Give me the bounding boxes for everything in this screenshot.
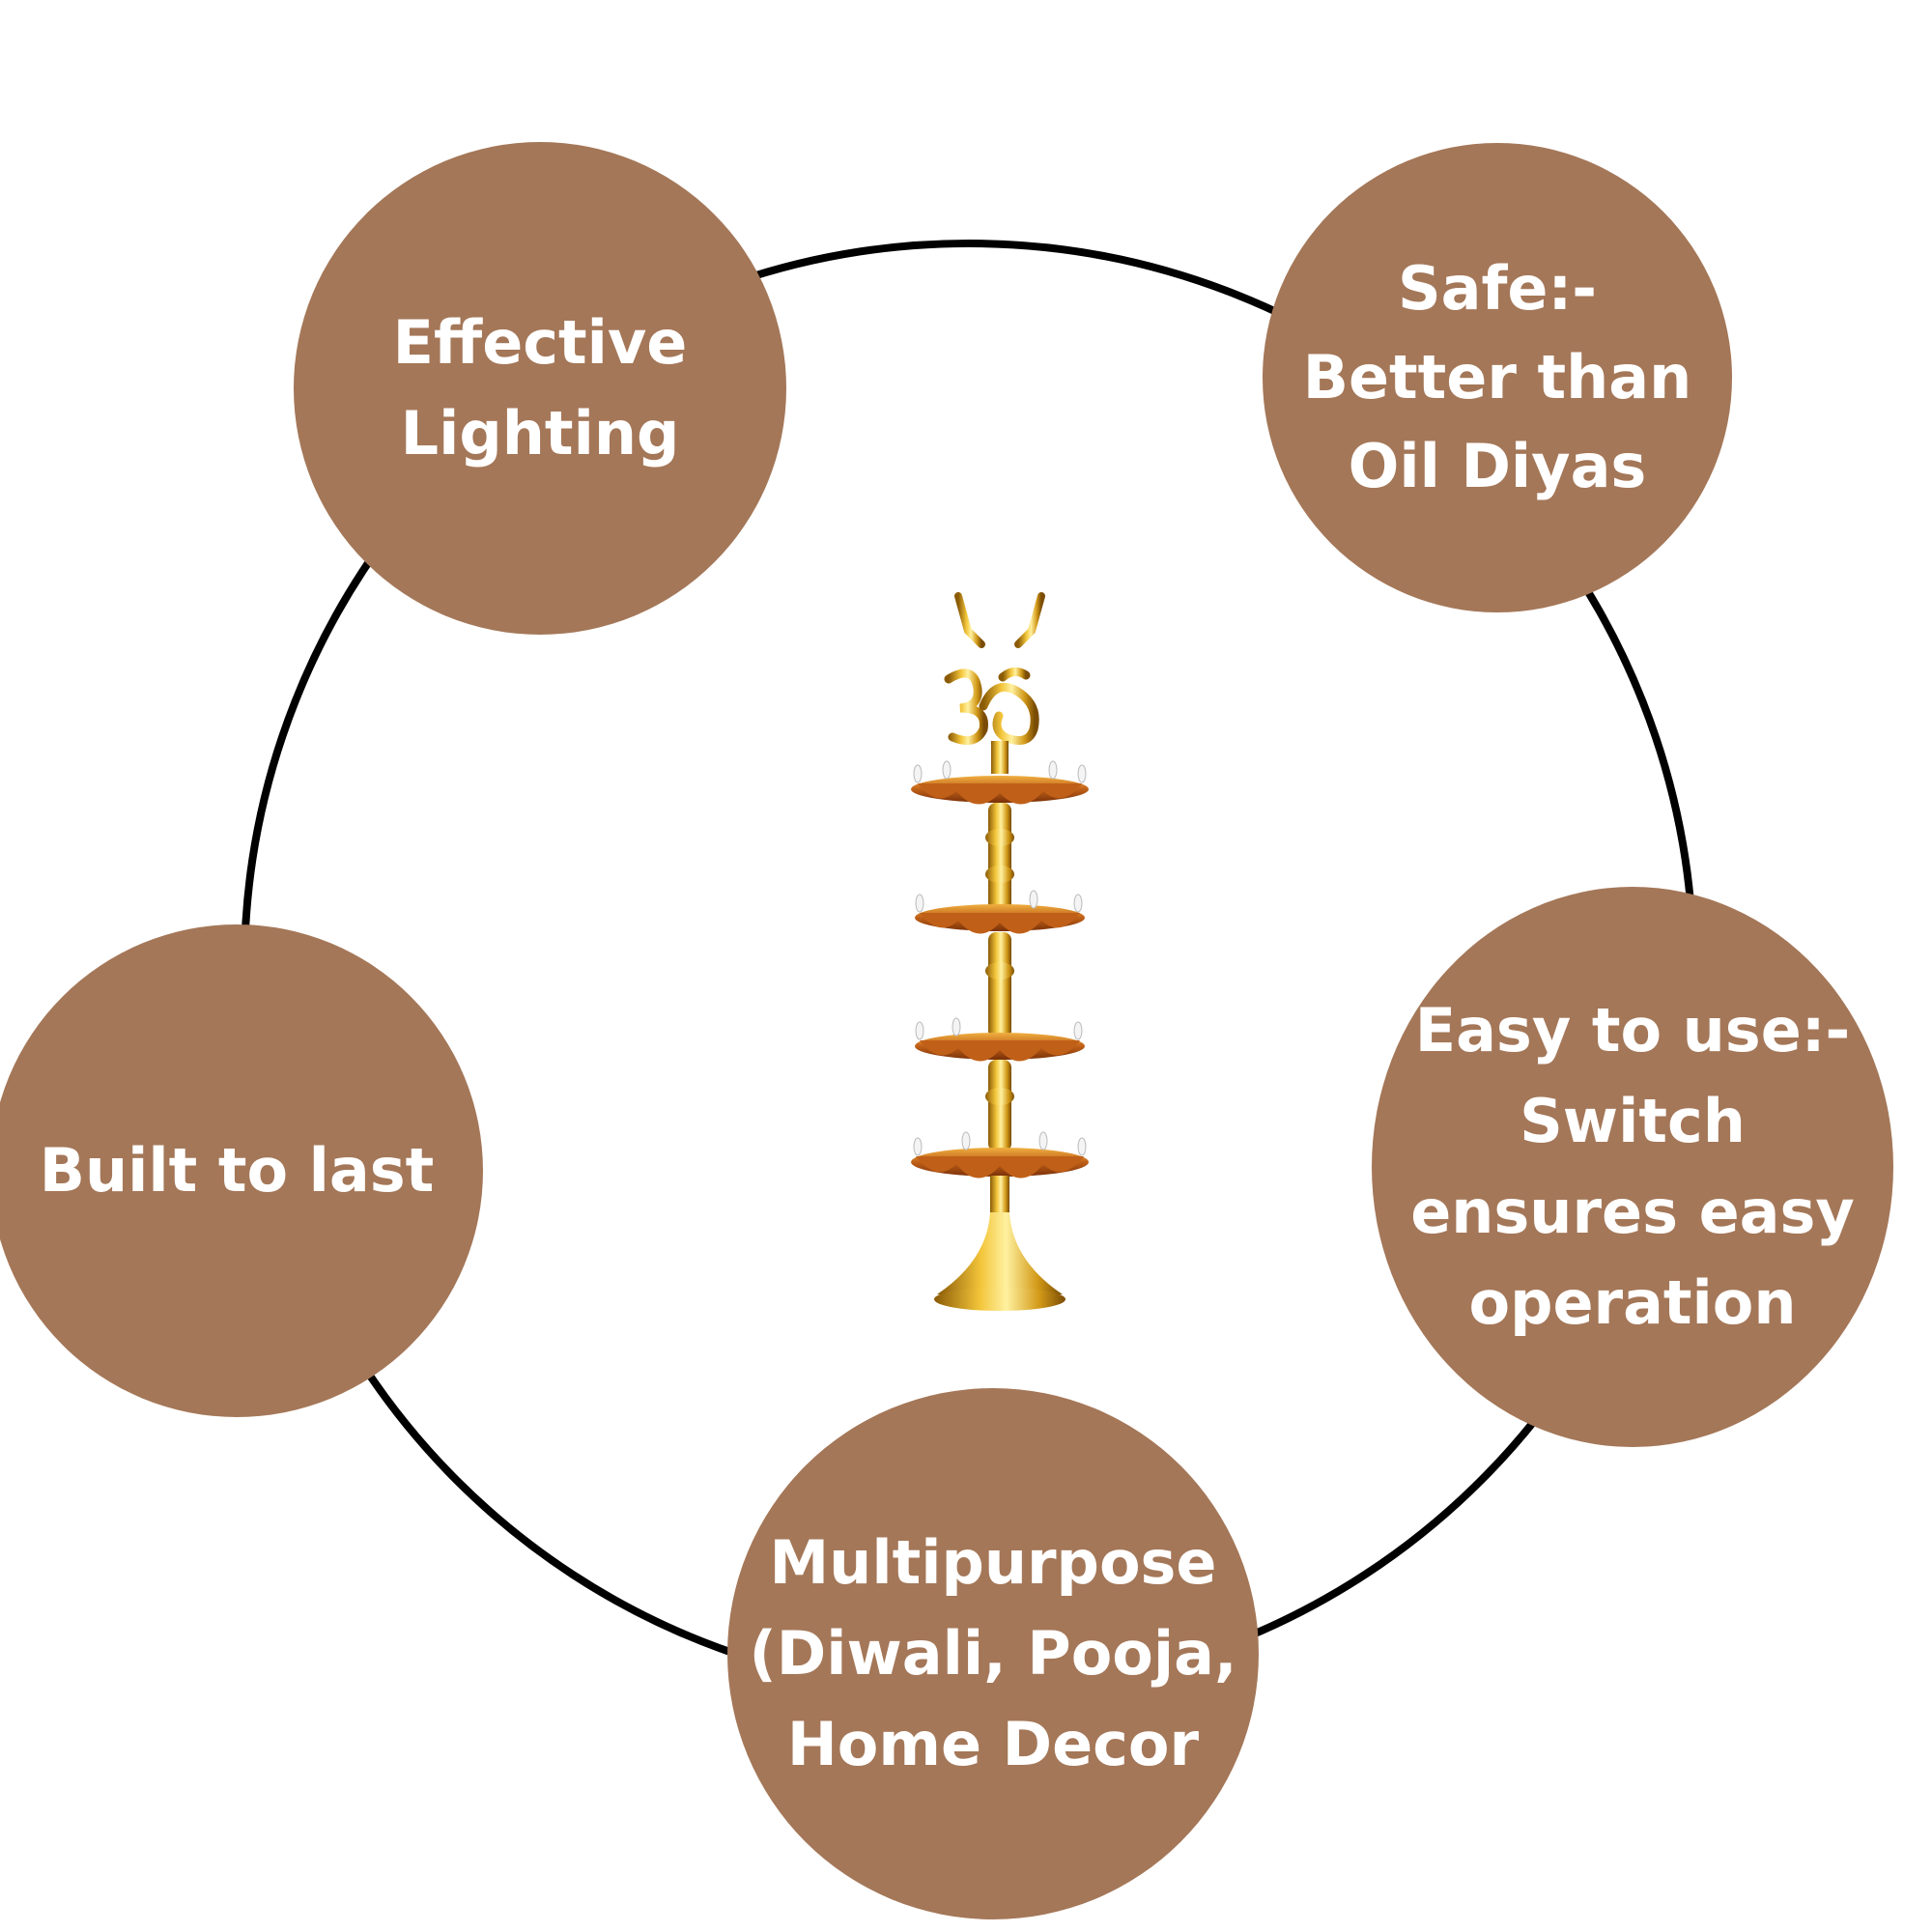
feature-text-line: Safe:- xyxy=(1397,253,1598,324)
feature-text-line: Built to last xyxy=(39,1135,435,1206)
feature-effective-lighting: Effective Lighting xyxy=(294,142,786,635)
feature-text-line: Lighting xyxy=(400,398,680,469)
feature-text-line: Effective xyxy=(392,307,688,378)
feature-text-line: operation xyxy=(1468,1267,1797,1338)
electric-diya-lamp-icon xyxy=(911,584,1089,1311)
feature-text-line: Home Decor xyxy=(786,1709,1200,1779)
feature-text-line: Switch xyxy=(1520,1086,1746,1156)
feature-safe: Safe:- Better than Oil Diyas xyxy=(1263,143,1732,612)
feature-text-line: Easy to use:- xyxy=(1414,995,1851,1065)
feature-text-line: ensures easy xyxy=(1410,1177,1855,1247)
feature-text-line: Better than xyxy=(1302,342,1692,412)
feature-text-line: (Diwali, Pooja, xyxy=(749,1618,1237,1689)
feature-multipurpose: Multipurpose (Diwali, Pooja, Home Decor xyxy=(727,1388,1259,1919)
feature-built-to-last: Built to last xyxy=(0,924,483,1417)
feature-text-line: Multipurpose xyxy=(769,1527,1217,1598)
feature-easy-to-use: Easy to use:- Switch ensures easy operat… xyxy=(1372,887,1893,1447)
feature-text-line: Oil Diyas xyxy=(1348,431,1647,501)
